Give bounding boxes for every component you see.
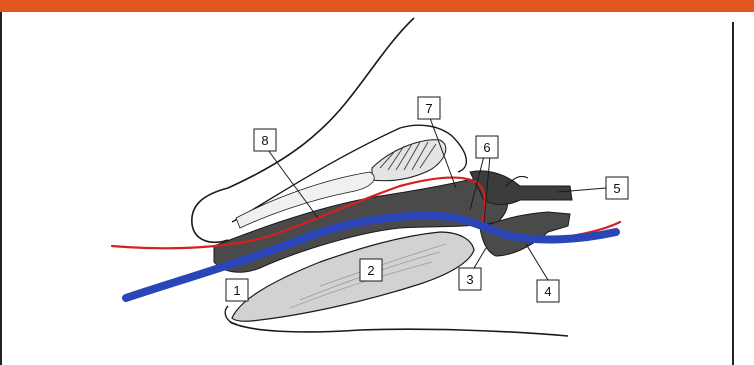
label-box-4: 4 [537, 280, 559, 302]
label-text-2: 2 [367, 263, 374, 278]
label-text-1: 1 [233, 283, 240, 298]
label-text-4: 4 [544, 284, 551, 299]
label-box-6: 6 [476, 136, 498, 158]
label-box-3: 3 [459, 268, 481, 290]
leader-line-4 [526, 244, 548, 280]
label-text-3: 3 [466, 272, 473, 287]
label-box-5: 5 [606, 177, 628, 199]
leader-line-3 [474, 248, 486, 268]
label-box-8: 8 [254, 129, 276, 151]
label-box-1: 1 [226, 279, 248, 301]
nostril-outline [192, 188, 228, 242]
label-text-6: 6 [483, 140, 490, 155]
label-box-7: 7 [418, 97, 440, 119]
label-text-8: 8 [261, 133, 268, 148]
label-text-7: 7 [425, 101, 432, 116]
label-box-2: 2 [360, 259, 382, 281]
label-text-5: 5 [613, 181, 620, 196]
lower-jaw-outline [230, 322, 568, 336]
